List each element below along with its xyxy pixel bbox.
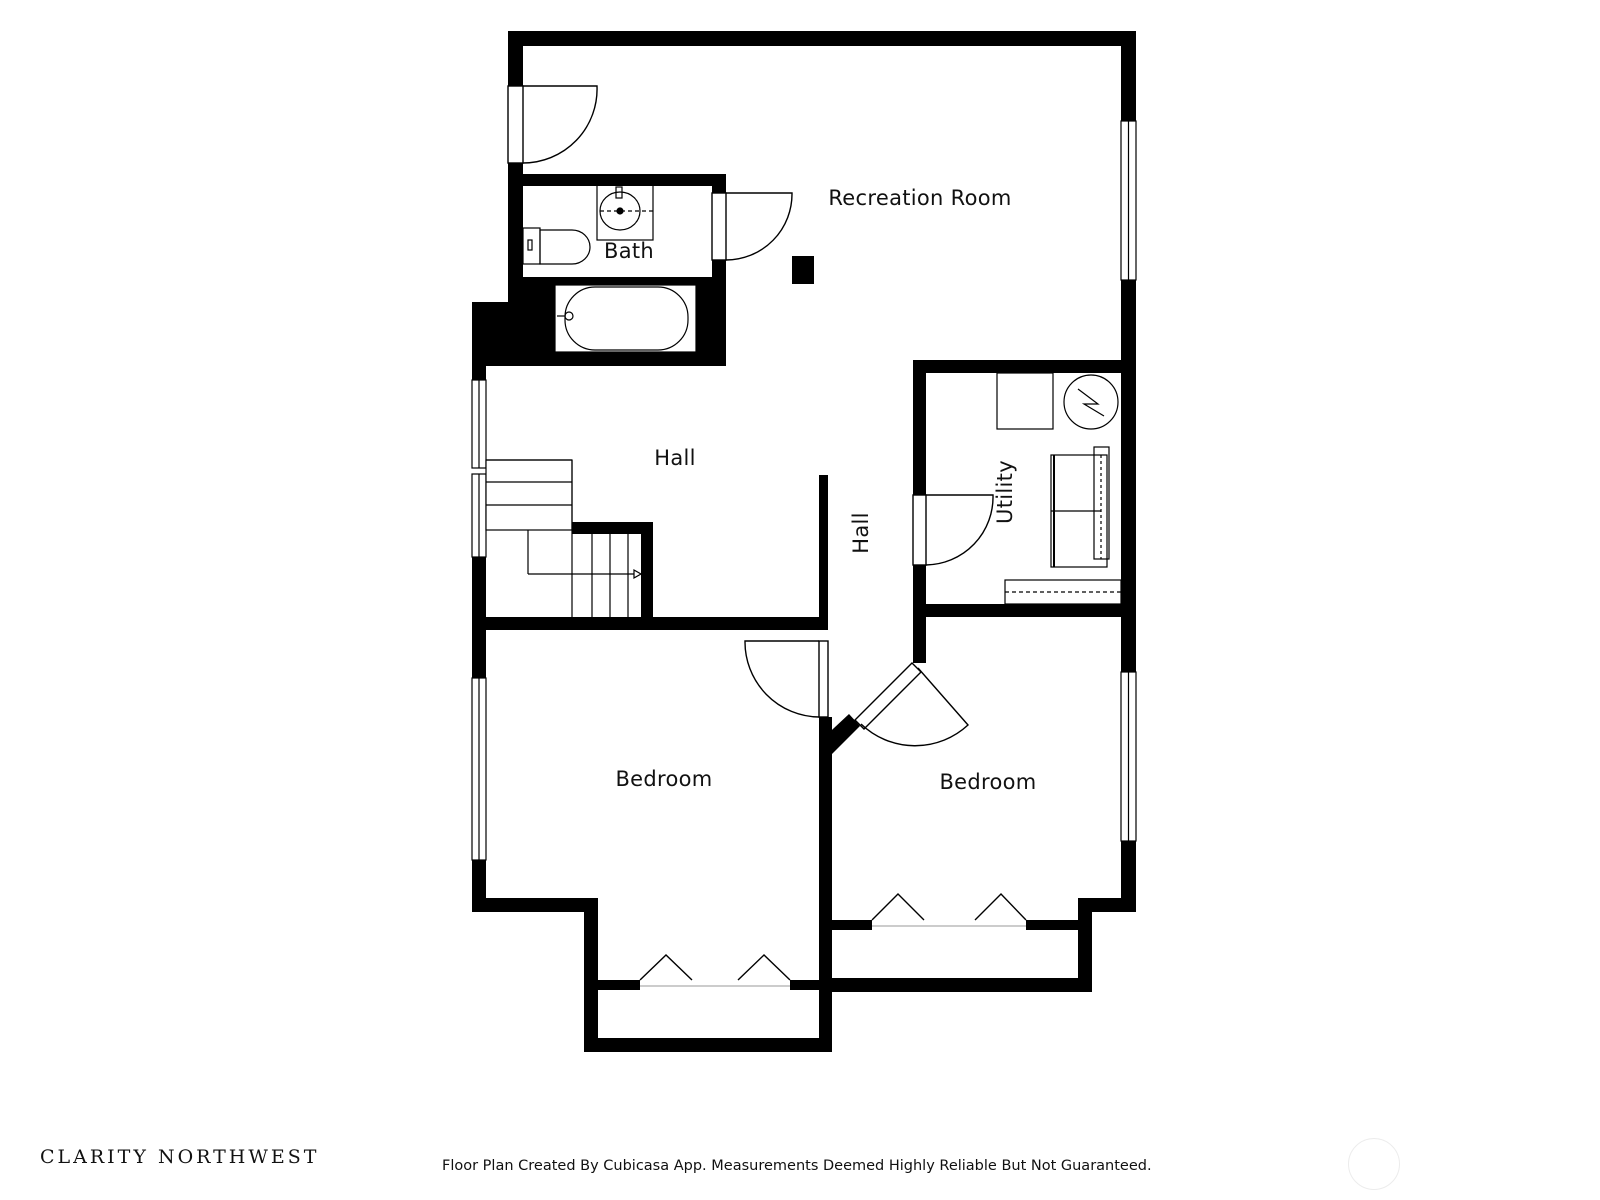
vanity [596,184,654,241]
utility-wall-bottom [913,604,1136,617]
wall-top [508,31,1136,46]
hall-bottom-wall [472,617,824,630]
toilet-bowl-icon [539,229,591,265]
bath-wall-right-upper [712,174,726,193]
closet-right-bifold-1 [871,893,925,921]
door-bath-leaf [711,192,727,261]
label-hall-main: Hall [654,446,696,470]
doors [507,85,1027,987]
wall-right-lower [1121,841,1136,911]
label-recreation-room: Recreation Room [828,186,1011,210]
bed-right-step-wall [1078,898,1092,990]
diagonal-wall [819,714,860,754]
bed-right-closet-bottom [819,978,1092,992]
room-labels: Recreation Room Bath Hall Hall Utility B… [604,186,1036,794]
label-bedroom-right: Bedroom [939,770,1036,794]
wall-left-top [508,31,523,86]
walls [472,31,1136,1052]
stair-arrow-icon [633,568,643,580]
bath-tub-left-wall [523,280,555,358]
door-entry-leaf [507,85,524,164]
door-entry-swing [522,85,598,164]
staircase [485,459,643,617]
label-bedroom-left: Bedroom [615,767,712,791]
label-bath: Bath [604,239,654,263]
bed-left-closet-top-right [790,980,832,990]
bed-right-bottom-wall [1078,898,1136,912]
bath-wall-top [508,174,726,186]
windows [471,120,1137,861]
label-utility: Utility [993,460,1017,524]
corridor-wall-left-lower [819,717,832,1052]
door-bed-right-swing [860,667,969,747]
utility-wall-top [913,360,1136,373]
support-column [792,256,814,284]
stair-wall-right [641,522,653,622]
bathtub-icon [554,284,697,353]
wall-left-hall-top [472,302,486,380]
bed-left-step-wall [584,898,598,1052]
corridor-wall-left-upper [819,475,828,630]
bed-left-closet-top-left [584,980,640,990]
wall-right-mid [1121,280,1136,672]
bed-left-closet-bottom [584,1038,832,1052]
bed-right-closet-top-left [832,920,872,930]
bed-right-closet-top-right [1026,920,1078,930]
bath-tub-right-wall [696,280,726,358]
door-utility-swing [925,494,994,566]
closet-left-bifold-1 [639,954,693,981]
label-hall-corridor: Hall [849,512,873,554]
wall-right-upper [1121,31,1136,121]
watermark-circle-icon [1348,1138,1400,1190]
utility-cabinet [996,372,1054,430]
disclaimer-text: Floor Plan Created By Cubicasa App. Meas… [442,1158,1152,1174]
utility-wall-left-upper [913,360,926,495]
door-bed-left-swing [744,640,820,718]
door-bed-left-leaf [818,640,829,718]
closet-right-bifold-2 [974,893,1027,921]
closet-left-bifold-2 [737,954,791,981]
water-heater-icon [1063,374,1119,430]
door-bed-right-leaf [854,662,922,730]
door-bath-swing [725,192,793,261]
bath-wall-mid [523,277,713,286]
bed-left-bottom-wall [472,898,598,912]
fixtures [485,184,1122,617]
stair-wall-top [572,522,652,534]
brand-logo-text: CLARITY NORTHWEST [40,1146,320,1168]
door-utility-leaf [912,494,927,566]
